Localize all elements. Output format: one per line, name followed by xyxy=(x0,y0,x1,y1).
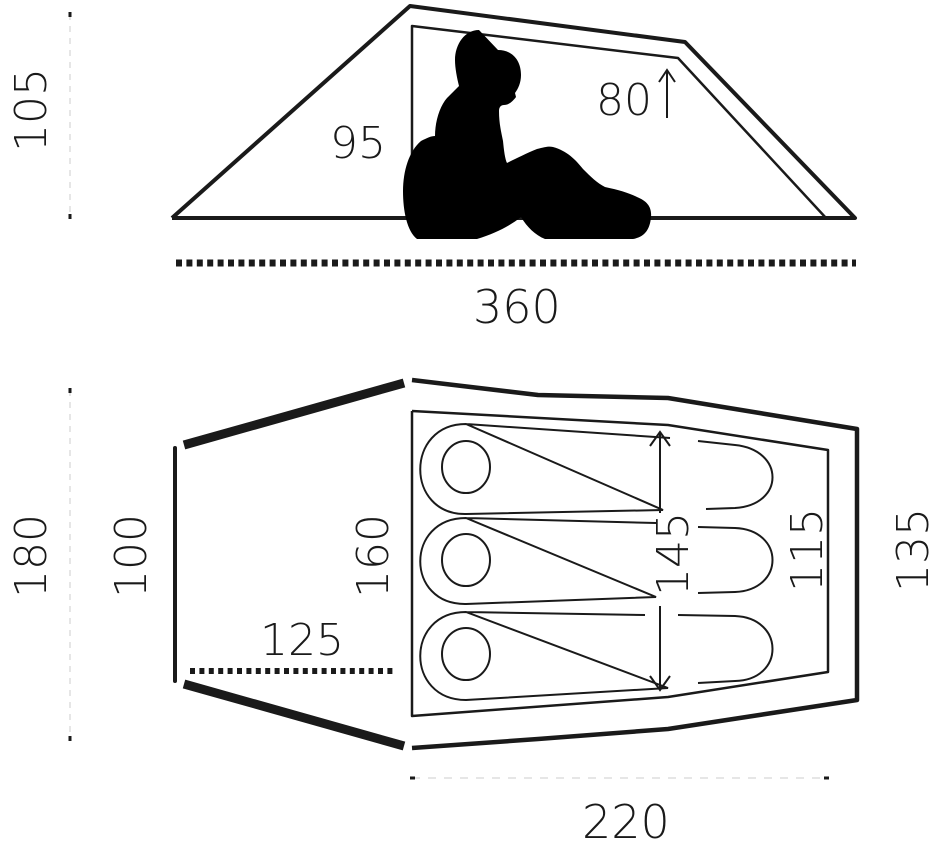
label-vestibule-front-width: 100 xyxy=(106,514,157,598)
dimension-line-total-height xyxy=(68,12,72,219)
inner-tent-floor-outline xyxy=(410,409,830,718)
sleeping-bag xyxy=(419,516,774,606)
dimension-arrow-sleeping-width xyxy=(649,430,671,692)
sleeping-bag xyxy=(419,422,774,516)
label-total-width: 180 xyxy=(6,514,57,598)
arrow-up-icon xyxy=(658,68,676,118)
label-inner-front-height: 95 xyxy=(330,118,386,169)
vestibule-edge-bottom xyxy=(182,679,406,751)
person-silhouette-icon xyxy=(403,30,652,239)
dimension-line-inner-length xyxy=(410,776,829,780)
label-outer-rear-width: 135 xyxy=(888,508,931,592)
outer-fly-floor-outline xyxy=(411,377,860,751)
label-inner-rear-height: 80 xyxy=(596,75,652,126)
vestibule-edge-top xyxy=(182,378,406,450)
label-inner-front-width: 160 xyxy=(348,514,399,598)
label-vestibule-depth: 125 xyxy=(260,615,344,666)
label-total-length: 360 xyxy=(473,280,561,334)
sleeping-bag xyxy=(419,610,774,702)
dimension-line-total-width xyxy=(68,388,72,741)
floor-plan: 180 100 160 125 145 115 135 220 xyxy=(6,377,931,842)
label-inner-length: 220 xyxy=(582,795,670,842)
label-sleeping-width: 145 xyxy=(648,512,699,596)
label-total-height: 105 xyxy=(6,68,57,152)
side-view: 95 80 105 360 xyxy=(6,4,857,334)
inner-tent-outline xyxy=(410,24,827,219)
label-inner-rear-width: 115 xyxy=(782,508,833,592)
